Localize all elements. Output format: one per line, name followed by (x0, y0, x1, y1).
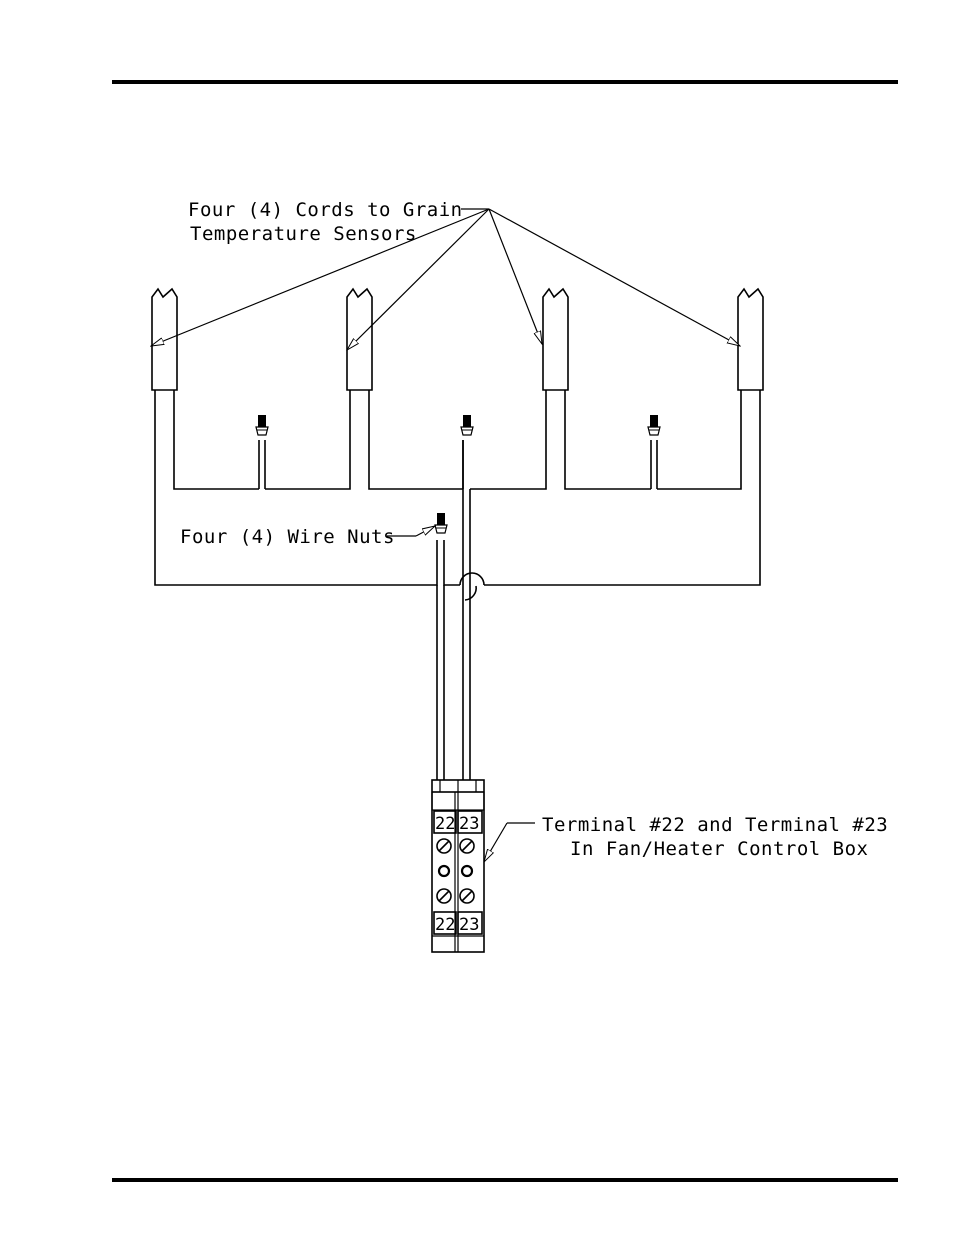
terminal-label-line1: Terminal #22 and Terminal #23 (542, 814, 888, 836)
terminal-leader (484, 823, 535, 862)
wire-nut-1 (256, 415, 268, 435)
sensor-cord-1 (152, 289, 177, 390)
wire-nut-2 (461, 415, 473, 435)
cord-wiring (155, 390, 760, 780)
sensor-cord-2 (347, 289, 372, 390)
wire-nut-4 (435, 513, 447, 533)
terminal-22-bottom: 22 (435, 915, 455, 935)
cords-label-line2: Temperature Sensors (190, 223, 417, 245)
sensor-cord-4 (738, 289, 763, 390)
terminal-23-top: 23 (459, 814, 479, 834)
terminal-22-top: 22 (435, 814, 455, 834)
terminal-label-line2: In Fan/Heater Control Box (570, 838, 868, 860)
wire-nut-3 (648, 415, 660, 435)
wire-nuts-label: Four (4) Wire Nuts (180, 526, 395, 548)
sensor-cord-3 (543, 289, 568, 390)
terminal-23-bottom: 23 (459, 915, 479, 935)
cords-label-line1: Four (4) Cords to Grain (188, 199, 463, 221)
